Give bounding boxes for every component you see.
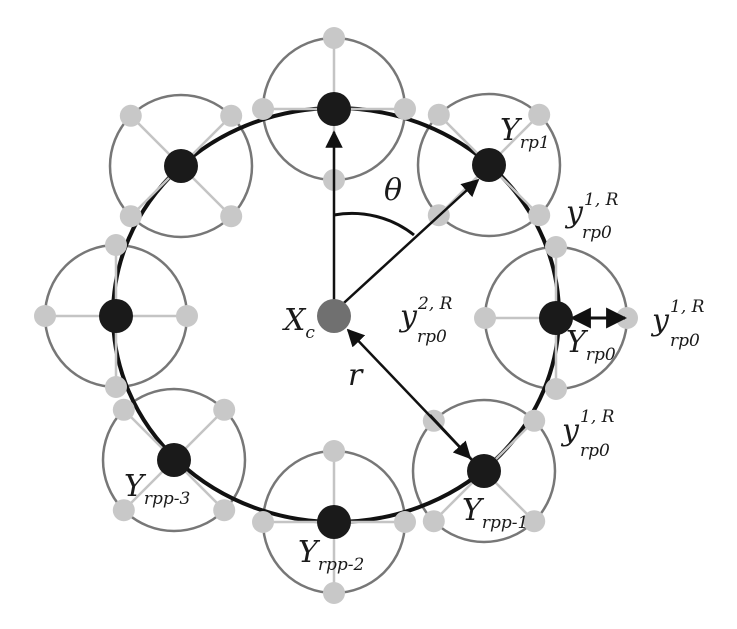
svg-text:1, R: 1, R (670, 297, 705, 317)
theta-arc (333, 211, 415, 237)
satellite-node (112, 499, 135, 522)
ring-node (157, 443, 191, 477)
measure-label-right: y 1, R rp0 (650, 297, 705, 351)
center-node (317, 299, 351, 333)
satellite-node (252, 511, 274, 533)
radius-arrow-tail (429, 414, 472, 460)
satellite-node (545, 236, 567, 258)
satellite-node (523, 409, 546, 432)
ring-node (467, 454, 501, 488)
local-circle (411, 398, 557, 544)
satellite-node (220, 205, 243, 228)
measure-label-lower-right: y 1, R rp0 (560, 407, 615, 461)
measure-label-center: y 2, R rp0 (398, 294, 453, 347)
ring-node (539, 301, 573, 335)
satellite-node (323, 582, 345, 604)
satellite-node (252, 98, 274, 120)
svg-text:1, R: 1, R (580, 407, 615, 427)
measure-label-upper-right: y 1, R rp0 (564, 190, 619, 243)
satellite-node (427, 103, 450, 126)
angle-label: θ (384, 173, 402, 208)
center-label: Xc (282, 303, 315, 343)
svg-text:y: y (398, 299, 418, 334)
local-circle (416, 92, 562, 238)
satellite-node (528, 103, 551, 126)
node-label-rp1: Yrp1 (500, 113, 550, 153)
satellite-node (213, 398, 236, 421)
satellite-node (422, 510, 445, 533)
satellite-node (394, 511, 416, 533)
svg-text:2, R: 2, R (417, 294, 453, 314)
node-label-rpp-1: Yrpp-1 (462, 493, 528, 533)
satellite-node (474, 307, 496, 329)
node-label-rpp-2: Yrpp-2 (298, 535, 364, 575)
satellite-node (545, 378, 567, 400)
satellite-node (220, 104, 243, 127)
satellite-node (176, 305, 198, 327)
satellite-node (323, 27, 345, 49)
diagonal-arrow-up (333, 178, 480, 313)
ring-node (472, 148, 506, 182)
ring-node (317, 505, 351, 539)
satellite-node (528, 204, 551, 227)
satellite-node (119, 205, 142, 228)
satellite-node (523, 510, 546, 533)
satellite-node (119, 104, 142, 127)
satellite-node (105, 234, 127, 256)
svg-text:rp0: rp0 (580, 441, 610, 461)
satellite-node (105, 376, 127, 398)
satellite-node (34, 305, 56, 327)
ring-node (164, 149, 198, 183)
svg-text:rp0: rp0 (670, 331, 700, 351)
svg-text:rp0: rp0 (582, 223, 612, 243)
spokes (45, 38, 627, 593)
local-circle (108, 93, 254, 239)
svg-text:y: y (650, 303, 670, 338)
satellite-node (112, 398, 135, 421)
local-circle (101, 387, 247, 533)
svg-text:y: y (560, 413, 580, 448)
svg-text:y: y (564, 195, 584, 230)
node-label-rp0: Yrp0 (566, 325, 616, 365)
satellite-node (394, 98, 416, 120)
ring-node (99, 299, 133, 333)
ring-node (317, 92, 351, 126)
nodes (99, 92, 573, 539)
satellite-node (213, 499, 236, 522)
radius-label: r (348, 358, 364, 393)
node-label-rpp-3: Yrpp-3 (124, 469, 190, 509)
satellite-node (323, 440, 345, 462)
svg-text:1, R: 1, R (584, 190, 619, 210)
svg-text:rp0: rp0 (417, 327, 447, 347)
